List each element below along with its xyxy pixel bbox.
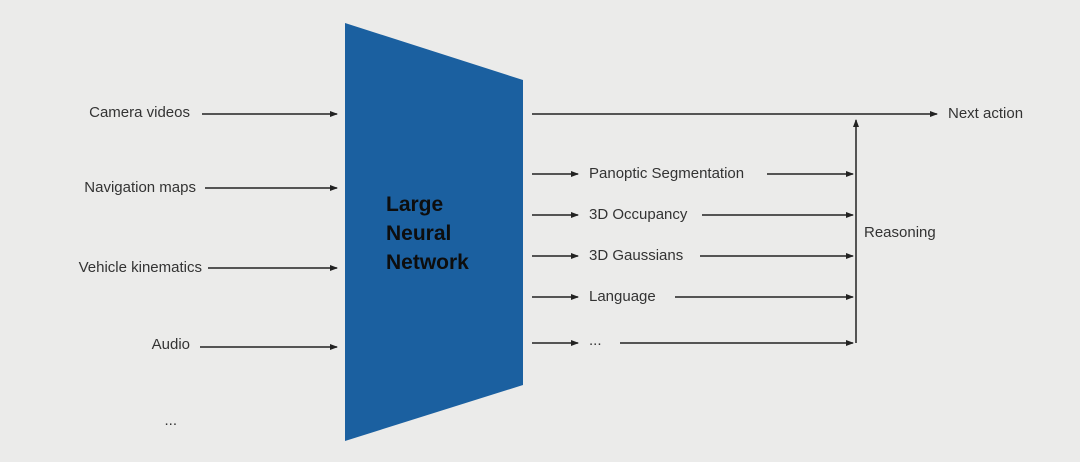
input-label-ellipsis: ...: [164, 412, 177, 429]
network-title: Large Neural Network: [386, 190, 469, 277]
network-title-line-2: Neural: [386, 222, 452, 245]
input-label-camera-videos: Camera videos: [89, 104, 190, 121]
aux-label-language: Language: [589, 288, 656, 305]
next-action-label: Next action: [948, 105, 1024, 122]
aux-label-ellipsis: ...: [589, 332, 602, 349]
input-label-navigation-maps: Navigation maps: [84, 179, 196, 196]
aux-label-3d-gaussians: 3D Gaussians: [589, 247, 684, 264]
network-title-line-3: Network: [386, 251, 469, 274]
neural-network-block: [345, 23, 523, 441]
aux-label-panoptic-segmentation: Panoptic Segmentation: [589, 165, 745, 182]
input-label-audio: Audio: [151, 336, 190, 353]
input-label-vehicle-kinematics: Vehicle kinematics: [78, 259, 202, 276]
aux-label-3d-occupancy: 3D Occupancy: [589, 206, 688, 223]
network-title-line-1: Large: [386, 193, 444, 216]
reasoning-label: Reasoning: [864, 224, 936, 241]
